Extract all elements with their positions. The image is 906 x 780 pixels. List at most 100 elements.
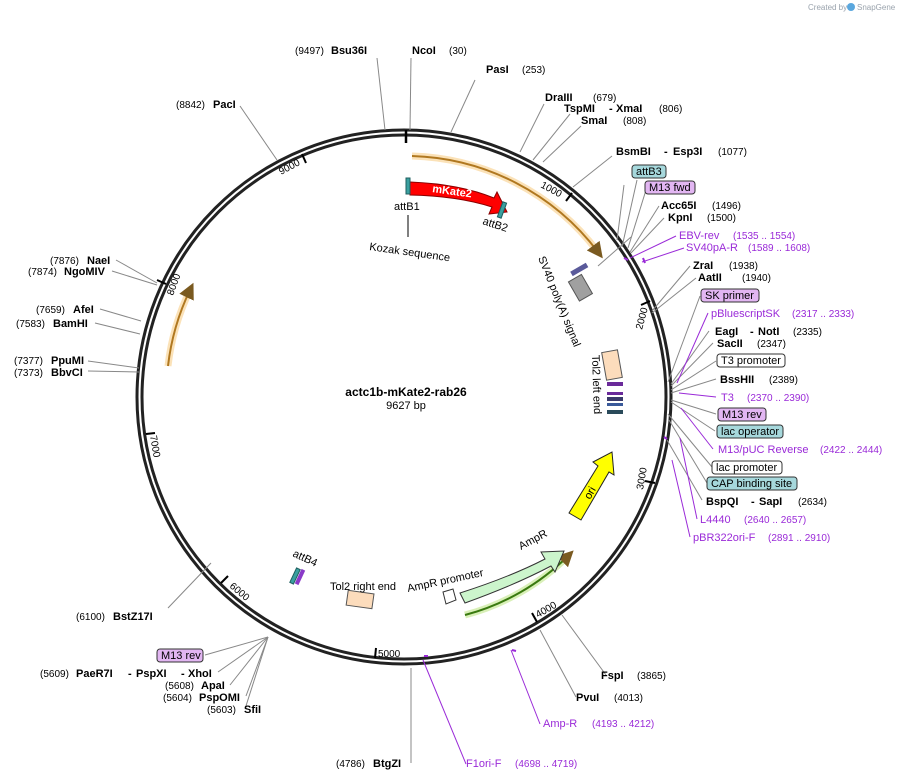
afei-name[interactable]: AfeI (73, 304, 94, 316)
naei-pos: (7876) (50, 256, 79, 267)
xmai-name[interactable]: XmaI (616, 103, 642, 115)
paci-name[interactable]: PacI (213, 99, 236, 111)
kozak-label: Kozak sequence (369, 241, 451, 264)
smai-name[interactable]: SmaI (581, 115, 607, 127)
attb2-label: attB2 (481, 215, 509, 234)
draiii-name[interactable]: DraIII (545, 92, 573, 104)
paer7i-name[interactable]: PaeR7I (76, 668, 113, 680)
bsu36i-name[interactable]: Bsu36I (331, 45, 367, 57)
xhoi-name[interactable]: XhoI (188, 668, 212, 680)
attb3-box[interactable] (631, 164, 667, 179)
mcs-markers (607, 382, 623, 414)
pasi-pos: (253) (522, 65, 545, 76)
noti-name[interactable]: NotI (758, 326, 779, 338)
ebv-rev-name[interactable]: EBV-rev (679, 230, 720, 242)
bsmbi-name[interactable]: BsmBI (616, 146, 651, 158)
apai-name[interactable]: ApaI (201, 680, 225, 692)
f1ori-f-pos: (4698 .. 4719) (515, 759, 577, 770)
tol2-left-feature[interactable] (601, 349, 623, 381)
m13fwd-box[interactable] (644, 180, 696, 195)
pbluescriptsk-name[interactable]: pBluescriptSK (711, 308, 781, 320)
tspmi-dash: - (609, 103, 613, 115)
cap-box[interactable] (706, 476, 798, 491)
bstz17i-pos: (6100) (76, 612, 105, 623)
pspxi-name[interactable]: PspXI (136, 668, 167, 680)
lacpromoter-box[interactable] (711, 460, 783, 475)
tick-label-8000: 8000 (165, 272, 183, 297)
f1ori-f-name[interactable]: F1ori-F (466, 758, 502, 770)
eagi-pos: (2335) (793, 327, 822, 338)
pspomi-pos: (5604) (163, 693, 192, 704)
bbvci-name[interactable]: BbvCI (51, 367, 83, 379)
attb3-box-label: attB3 (636, 166, 662, 178)
backbone-inner (140, 133, 668, 661)
pbr322ori-f-pos: (2891 .. 2910) (768, 533, 830, 544)
t3-primer-name[interactable]: T3 (721, 392, 734, 404)
l4440-name[interactable]: L4440 (700, 514, 731, 526)
lacoperator-box[interactable] (716, 424, 784, 439)
pvui-name[interactable]: PvuI (576, 692, 599, 704)
apai-pos: (5608) (165, 681, 194, 692)
aatii-pos: (1940) (742, 273, 771, 284)
fspi-pos: (3865) (637, 671, 666, 682)
pbr322ori-f-name[interactable]: pBR322ori-F (693, 532, 756, 544)
m13rev-box-label: M13 rev (722, 409, 762, 421)
m13puc-rev-name[interactable]: M13/pUC Reverse (718, 444, 808, 456)
sfii-name[interactable]: SfiI (244, 704, 261, 716)
plasmid-length: 9627 bp (386, 400, 426, 412)
naei-name[interactable]: NaeI (87, 255, 110, 267)
ebv-rev-pos: (1535 .. 1554) (733, 231, 795, 242)
fspi-name[interactable]: FspI (601, 670, 624, 682)
draiii-pos: (679) (593, 93, 616, 104)
eagi-name[interactable]: EagI (715, 326, 738, 338)
sacii-pos: (2347) (757, 339, 786, 350)
bsshii-pos: (2389) (769, 375, 798, 386)
ngomiv-name[interactable]: NgoMIV (64, 266, 106, 278)
ncoi-name[interactable]: NcoI (412, 45, 436, 57)
m13rev-box[interactable] (717, 407, 767, 422)
zrai-name[interactable]: ZraI (693, 260, 713, 272)
pasi-name[interactable]: PasI (486, 64, 509, 76)
tol2-right-feature[interactable] (345, 589, 375, 610)
ampr-promoter-feature[interactable] (442, 588, 457, 605)
bsmbi-pos: (1077) (718, 147, 747, 158)
paci-pos: (8842) (176, 100, 205, 111)
ori-feature[interactable] (568, 451, 615, 521)
bspqi-name[interactable]: BspQI (706, 496, 738, 508)
attb2-marker (496, 201, 508, 219)
esp3i-name[interactable]: Esp3I (673, 146, 702, 158)
skprimer-box[interactable] (700, 288, 760, 303)
ngomiv-pos: (7874) (28, 267, 57, 278)
primer-site-markers (424, 257, 668, 657)
sapi-name[interactable]: SapI (759, 496, 782, 508)
sv40pa-r-name[interactable]: SV40pA-R (686, 242, 738, 254)
sacii-name[interactable]: SacII (717, 338, 743, 350)
snapgene-logo-icon (847, 3, 855, 11)
kpni-name[interactable]: KpnI (668, 212, 692, 224)
aatii-name[interactable]: AatII (698, 272, 722, 284)
m13rev2-box-label: M13 rev (161, 650, 201, 662)
bsshii-name[interactable]: BssHII (720, 374, 754, 386)
ppumi-name[interactable]: PpuMI (51, 355, 84, 367)
ampr-label: AmpR (517, 528, 550, 553)
bamhi-name[interactable]: BamHI (53, 318, 88, 330)
scale-ticks (145, 153, 656, 659)
ppumi-pos: (7377) (14, 356, 43, 367)
bsu36i-pos: (9497) (295, 46, 324, 57)
ampr-feature[interactable] (459, 550, 565, 604)
btgzi-name[interactable]: BtgZI (373, 758, 401, 770)
t3promoter-box[interactable] (716, 353, 786, 368)
amp-r-name[interactable]: Amp-R (543, 718, 577, 730)
pspomi-name[interactable]: PspOMI (199, 692, 240, 704)
acc65i-pos: (1496) (712, 201, 741, 212)
tspmi-name[interactable]: TspMI (564, 103, 595, 115)
pbluescriptsk-pos: (2317 .. 2333) (792, 309, 854, 320)
tick-label-3000: 3000 (635, 466, 650, 490)
mkate2-label: mKate2 (432, 183, 473, 200)
bstz17i-name[interactable]: BstZ17I (113, 611, 153, 623)
credit-prefix: Created by (808, 3, 847, 12)
mkate2-feature[interactable] (409, 181, 508, 215)
sv40-feature[interactable] (567, 273, 594, 302)
acc65i-name[interactable]: Acc65I (661, 200, 696, 212)
m13rev2-box[interactable] (156, 648, 204, 663)
